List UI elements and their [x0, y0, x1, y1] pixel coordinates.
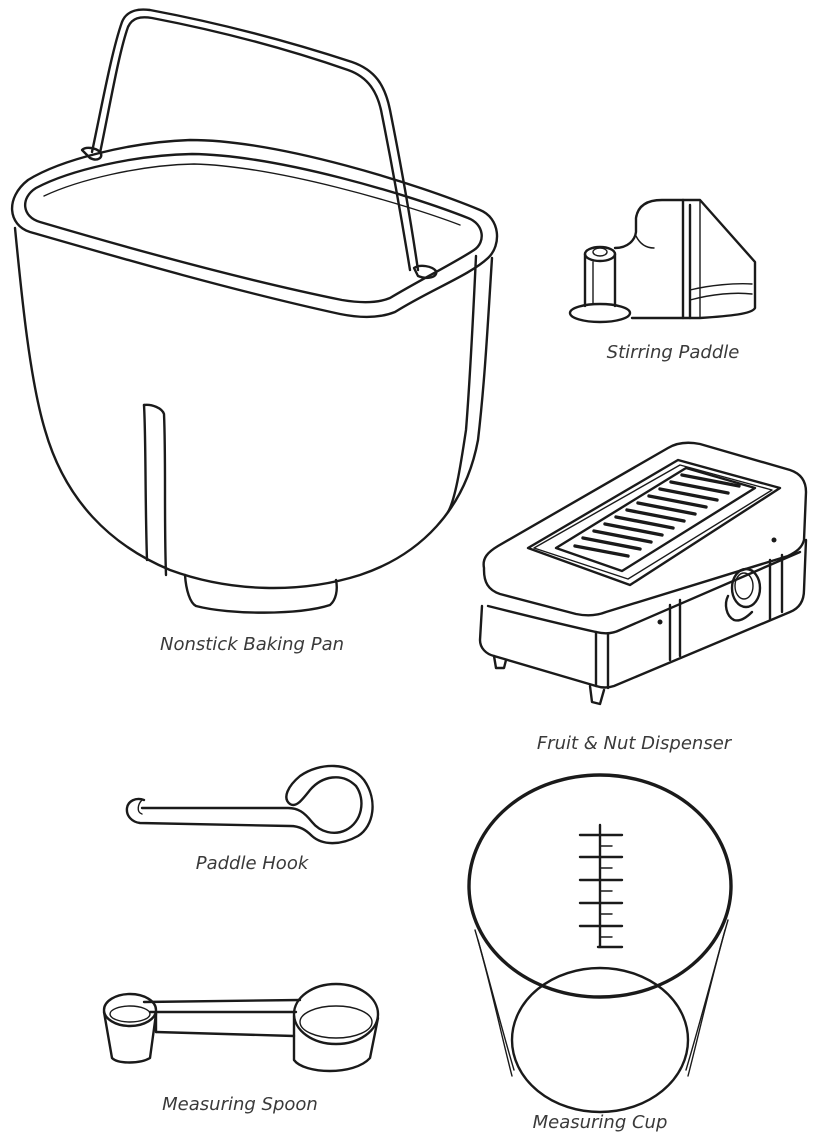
measuring-spoon-label: Measuring Spoon	[162, 1094, 318, 1115]
stirring-paddle-label: Stirring Paddle	[607, 342, 740, 363]
stirring-paddle-illustration	[568, 198, 757, 324]
paddle-hook-label: Paddle Hook	[196, 853, 310, 874]
measuring-cup-illustration	[467, 773, 733, 1114]
baking-pan-illustration	[10, 8, 499, 614]
paddle-hook-illustration	[125, 764, 374, 845]
measuring-spoon-illustration	[102, 982, 380, 1073]
dispenser-label: Fruit & Nut Dispenser	[537, 733, 733, 754]
baking-pan-label: Nonstick Baking Pan	[160, 634, 344, 655]
measuring-cup-label: Measuring Cup	[533, 1112, 668, 1133]
dispenser-illustration	[478, 441, 808, 706]
